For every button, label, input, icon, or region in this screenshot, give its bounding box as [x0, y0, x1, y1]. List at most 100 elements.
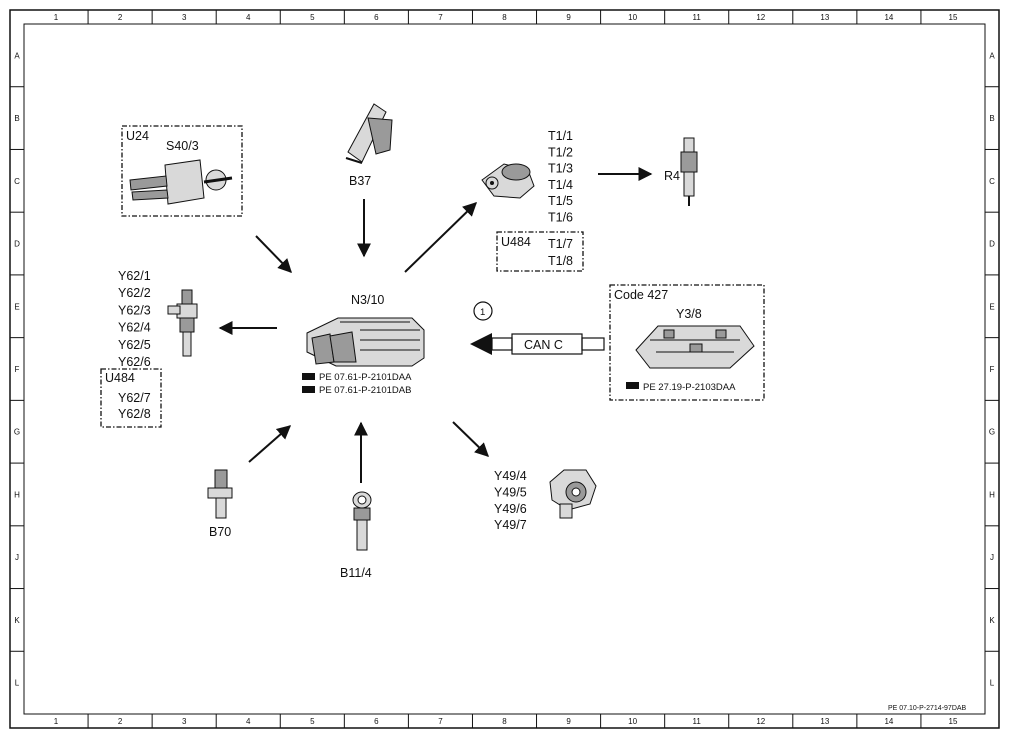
svg-text:U484: U484 — [105, 371, 135, 385]
column-number-bottom: 7 — [438, 717, 443, 726]
column-number-top: 3 — [182, 13, 187, 22]
y62-u484-label: Y62/7 — [118, 391, 151, 405]
y62-u484-label: Y62/8 — [118, 407, 151, 421]
column-number-top: 14 — [884, 13, 893, 22]
row-letter-right: D — [989, 240, 995, 249]
column-number-bottom: 1 — [54, 717, 59, 726]
transmission-control-module-icon — [635, 325, 755, 369]
row-letter-left: L — [15, 679, 20, 688]
column-number-bottom: 5 — [310, 717, 315, 726]
row-letter-right: K — [989, 616, 995, 625]
r4-component: R4 — [664, 137, 698, 206]
column-number-top: 12 — [756, 13, 765, 22]
t1-u484-label: T1/8 — [548, 254, 573, 268]
column-number-bottom: 8 — [502, 717, 507, 726]
row-letter-left: A — [14, 51, 20, 60]
reference-book-icon — [302, 386, 315, 393]
column-number-bottom: 15 — [949, 717, 958, 726]
ecu-label: N3/10 — [351, 293, 384, 307]
t1-label: T1/3 — [548, 162, 573, 176]
switch-s40-3-icon — [129, 159, 233, 205]
t1-u484-dashed-box — [496, 231, 584, 272]
svg-text:CAN C: CAN C — [524, 338, 563, 352]
column-grid: 1122334455667788991010111112121313141415… — [54, 10, 958, 728]
fuel-injector-icon — [167, 289, 198, 357]
y62-label: Y62/2 — [118, 286, 151, 300]
can-c-bus: 1 CAN C — [470, 301, 605, 355]
y62-label: Y62/5 — [118, 338, 151, 352]
y62-label: Y62/1 — [118, 269, 151, 283]
row-letter-left: F — [15, 365, 20, 374]
t1-label: T1/2 — [548, 145, 573, 159]
column-number-bottom: 12 — [756, 717, 765, 726]
row-letter-left: E — [14, 302, 19, 311]
column-number-top: 9 — [566, 13, 571, 22]
svg-text:1: 1 — [480, 307, 485, 318]
t1-label-list: T1/1T1/2T1/3T1/4T1/5T1/6 — [548, 129, 573, 225]
svg-text:U484: U484 — [501, 235, 531, 249]
reference-book-icon — [302, 373, 315, 380]
column-number-bottom: 4 — [246, 717, 251, 726]
ecu-ref-1: PE 07.61-P-2101DAA — [302, 372, 412, 383]
arrow-ecu-to-t1 — [404, 202, 478, 273]
camshaft-solenoid-icon — [549, 469, 597, 519]
row-letter-right: H — [989, 490, 995, 499]
row-letter-right: E — [989, 302, 994, 311]
t1-label: T1/1 — [548, 129, 573, 143]
footer-reference: PE 07.10-P-2714-97DAB — [888, 705, 967, 712]
y62-label: Y62/3 — [118, 303, 151, 317]
row-letter-left: H — [14, 490, 20, 499]
t1-component: T1/1T1/2T1/3T1/4T1/5T1/6 U484 T1/7T1/8 — [481, 129, 584, 272]
svg-text:B11/4: B11/4 — [340, 566, 372, 580]
y49-label: Y49/7 — [494, 518, 527, 532]
column-number-bottom: 9 — [566, 717, 571, 726]
column-number-top: 13 — [820, 13, 829, 22]
column-number-bottom: 3 — [182, 717, 187, 726]
row-letter-right: B — [989, 114, 994, 123]
ignition-coil-icon — [481, 163, 535, 199]
t1-u484-label: T1/7 — [548, 237, 573, 251]
ecu-icon — [306, 317, 425, 367]
svg-text:PE 07.61-P-2101DAA: PE 07.61-P-2101DAA — [319, 372, 412, 383]
column-number-bottom: 13 — [820, 717, 829, 726]
u24-dashed-box — [121, 125, 243, 217]
svg-text:PE 27.19-P-2103DAA: PE 27.19-P-2103DAA — [643, 382, 736, 393]
row-letter-left: G — [14, 428, 20, 437]
column-number-top: 4 — [246, 13, 251, 22]
t1-u484-label-list: T1/7T1/8 — [548, 237, 573, 268]
can-arrow-head — [470, 333, 492, 355]
ecu-n3-10: N3/10 PE 07.61-P-2101DAA PE 07.61-P-2101… — [302, 293, 425, 396]
column-number-bottom: 11 — [693, 717, 702, 726]
column-number-top: 8 — [502, 13, 507, 22]
arrow-ecu-to-y49 — [452, 421, 490, 457]
row-letter-left: C — [14, 177, 20, 186]
row-letter-left: K — [14, 616, 20, 625]
row-letter-left: J — [15, 553, 19, 562]
row-letter-right: J — [990, 553, 994, 562]
row-letter-right: F — [990, 365, 995, 374]
svg-text:U24: U24 — [126, 129, 149, 143]
column-number-top: 7 — [438, 13, 443, 22]
spark-plug-icon — [680, 137, 698, 206]
reference-book-icon — [626, 382, 639, 389]
y62-u484-dashed-box — [100, 368, 162, 428]
signal-arrows — [218, 167, 653, 483]
b70-component: B70 — [207, 469, 233, 539]
column-number-top: 11 — [693, 13, 702, 22]
svg-text:B70: B70 — [209, 525, 231, 539]
b37-component: B37 — [345, 103, 393, 188]
y49-label: Y49/5 — [494, 485, 527, 499]
column-number-bottom: 6 — [374, 717, 379, 726]
can-note-marker — [473, 301, 493, 321]
t1-label: T1/4 — [548, 178, 573, 192]
column-number-top: 10 — [628, 13, 637, 22]
svg-text:Y3/8: Y3/8 — [676, 307, 702, 321]
column-number-bottom: 14 — [884, 717, 893, 726]
row-letter-left: B — [14, 114, 19, 123]
accelerator-pedal-icon — [345, 103, 393, 164]
column-number-top: 1 — [54, 13, 59, 22]
